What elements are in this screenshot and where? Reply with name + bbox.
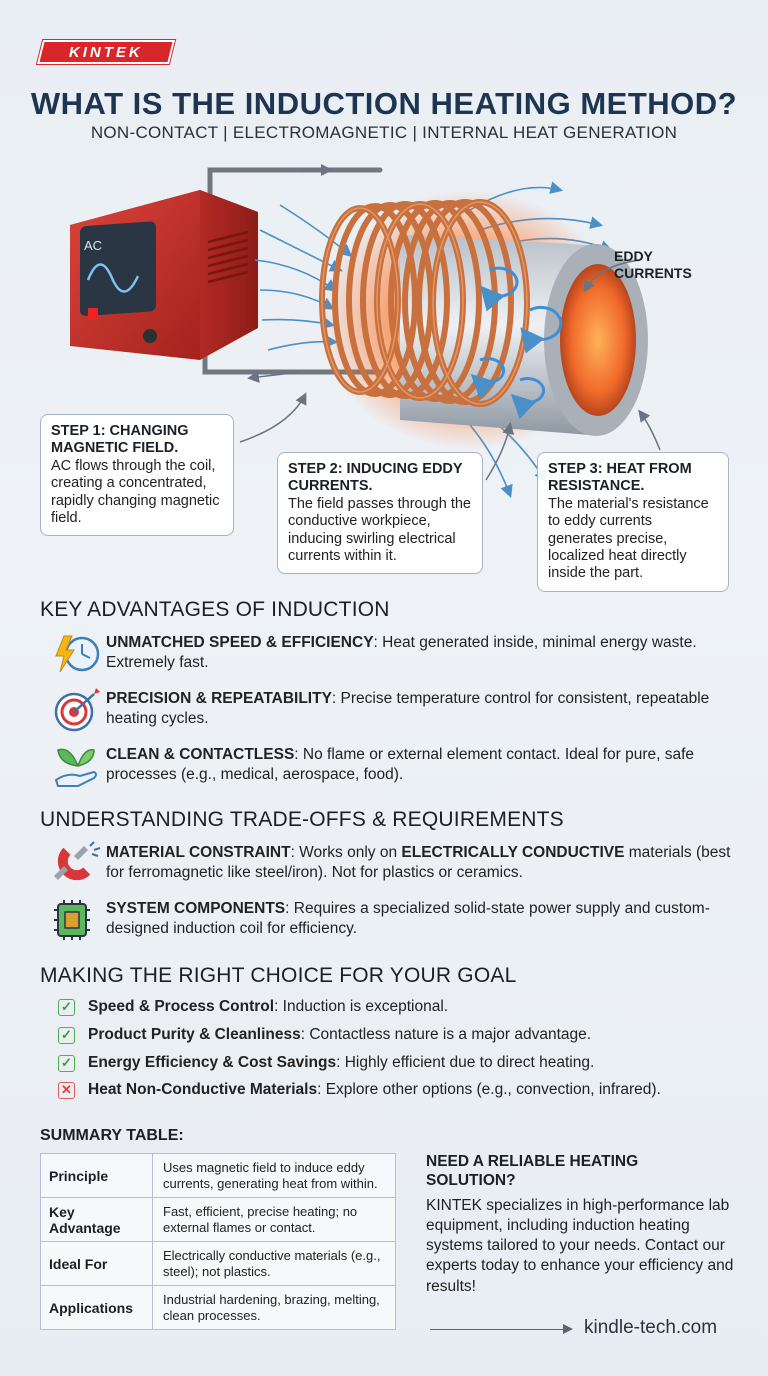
- tradeoffs-title: UNDERSTANDING TRADE-OFFS & REQUIREMENTS: [40, 808, 564, 831]
- chip-icon: [54, 900, 90, 940]
- choice-item-energy: ✓ Energy Efficiency & Cost Savings: High…: [58, 1054, 594, 1072]
- table-row: Key Advantage Fast, efficient, precise h…: [40, 1197, 396, 1242]
- checkmark-icon: ✓: [58, 1054, 75, 1072]
- table-row: Principle Uses magnetic field to induce …: [40, 1153, 396, 1198]
- power-switch-icon: [88, 308, 98, 320]
- advantage-item-precision: PRECISION & REPEATABILITY: Precise tempe…: [50, 686, 750, 734]
- step-3-body: The material's resistance to eddy curren…: [548, 495, 709, 582]
- cta-body: KINTEK specializes in high-performance l…: [426, 1197, 734, 1295]
- cta-title: NEED A RELIABLE HEATING SOLUTION?: [426, 1153, 639, 1189]
- advantage-item-speed: UNMATCHED SPEED & EFFICIENCY: Heat gener…: [50, 630, 750, 678]
- ac-power-supply: AC: [70, 190, 258, 360]
- kintek-logo: KINTEK: [37, 40, 175, 64]
- eddy-current-swirls: [470, 266, 563, 420]
- magnet-icon: [54, 841, 101, 881]
- lightning-clock-icon: [55, 635, 100, 673]
- page-subtitle: NON-CONTACT | ELECTROMAGNETIC | INTERNAL…: [90, 123, 678, 142]
- target-icon: [54, 688, 100, 732]
- step-3-box: STEP 3: HEAT FROM RESISTANCE. The materi…: [537, 452, 729, 592]
- checkmark-icon: ✓: [58, 1026, 75, 1044]
- cross-icon: ✕: [58, 1081, 75, 1099]
- eddy-currents-label: EDDY CURRENTS: [614, 248, 692, 281]
- table-row: Ideal For Electrically conductive materi…: [40, 1241, 396, 1286]
- step-2-body: The field passes through the conductive …: [288, 495, 471, 564]
- choice-item-nonconductive: ✕ Heat Non-Conductive Materials: Explore…: [58, 1081, 661, 1099]
- table-row: Applications Industrial hardening, brazi…: [40, 1285, 396, 1330]
- advantage-item-clean: CLEAN & CONTACTLESS: No flame or externa…: [50, 742, 750, 790]
- checkmark-icon: ✓: [58, 998, 75, 1016]
- step-3-title: STEP 3: HEAT FROM RESISTANCE.: [548, 461, 692, 495]
- ac-label: AC: [84, 238, 102, 253]
- advantages-title: KEY ADVANTAGES OF INDUCTION: [40, 598, 390, 621]
- choice-title: MAKING THE RIGHT CHOICE FOR YOUR GOAL: [40, 964, 517, 987]
- step-2-title: STEP 2: INDUCING EDDY CURRENTS.: [288, 461, 463, 495]
- choice-item-purity: ✓ Product Purity & Cleanliness: Contactl…: [58, 1026, 591, 1044]
- tradeoff-item-material: MATERIAL CONSTRAINT: Works only on ELECT…: [50, 840, 750, 888]
- step-1-body: AC flows through the coil, creating a co…: [51, 457, 220, 526]
- arrow-icon: [430, 1329, 570, 1330]
- tradeoff-item-system: SYSTEM COMPONENTS: Requires a specialize…: [50, 896, 750, 944]
- arrow-head-icon: [563, 1324, 573, 1334]
- dial-knob-icon: [143, 329, 157, 343]
- summary-table-title: SUMMARY TABLE:: [40, 1127, 184, 1144]
- page-title: WHAT IS THE INDUCTION HEATING METHOD?: [30, 86, 738, 121]
- induction-heating-illustration: AC: [70, 164, 661, 498]
- step-2-box: STEP 2: INDUCING EDDY CURRENTS. The fiel…: [277, 452, 483, 575]
- step-1-box: STEP 1: CHANGING MAGNETIC FIELD. AC flow…: [40, 414, 234, 537]
- logo-text: KINTEK: [69, 43, 143, 61]
- leaf-hand-icon: [54, 748, 97, 787]
- step-1-title: STEP 1: CHANGING MAGNETIC FIELD.: [51, 423, 189, 457]
- website-link[interactable]: kindle-tech.com: [584, 1317, 718, 1338]
- summary-table: Principle Uses magnetic field to induce …: [40, 1153, 396, 1330]
- choice-item-speed: ✓ Speed & Process Control: Induction is …: [58, 998, 448, 1016]
